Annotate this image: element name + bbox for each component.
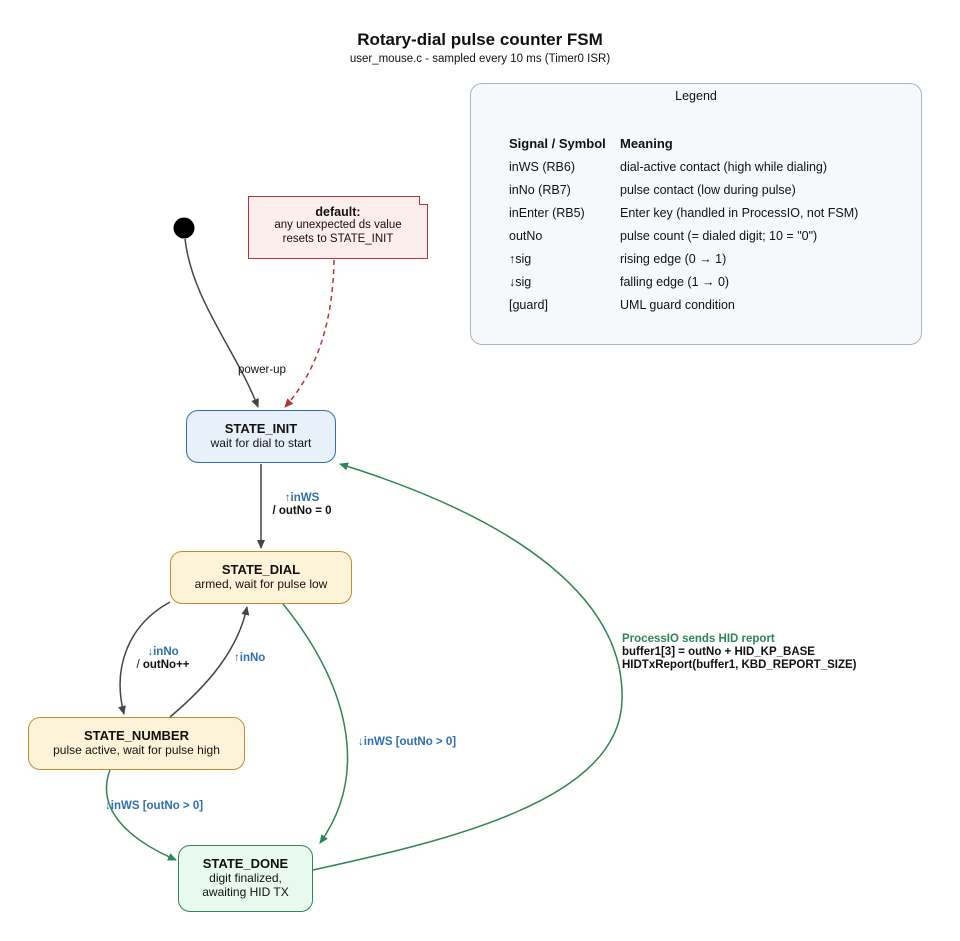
state-desc: digit finalized, xyxy=(209,871,282,886)
legend-box: Legend Signal / Symbol Meaning inWS (RB6… xyxy=(470,83,922,345)
legend-symbol: inWS (RB6) xyxy=(509,159,575,174)
edge-number-to-done xyxy=(105,769,177,861)
note-fold-corner xyxy=(419,195,429,205)
legend-meaning: rising edge (0 → 1) xyxy=(620,251,727,266)
trigger-text: ↓inWS [outNo > 0] xyxy=(105,800,204,812)
label-dial-to-number: ↓inNo / outNo++ xyxy=(128,646,198,672)
legend-meaning: UML guard condition xyxy=(620,297,735,312)
action-prefix: / xyxy=(136,659,143,672)
action-text: outNo++ xyxy=(142,659,190,672)
legend-row: inEnter (RB5) Enter key (handled in Proc… xyxy=(509,204,868,227)
state-desc: armed, wait for pulse low xyxy=(194,577,328,592)
edge-default-reset xyxy=(284,259,335,408)
legend-symbol: inEnter (RB5) xyxy=(509,205,585,220)
state-desc: pulse active, wait for pulse high xyxy=(53,743,220,758)
legend-row: ↑sig rising edge (0 → 1) xyxy=(509,250,868,273)
legend-symbol: outNo xyxy=(509,228,543,243)
legend-row: inNo (RB7) pulse contact (low during pul… xyxy=(509,181,868,204)
label-dial-to-done: ↓inWS [outNo > 0] xyxy=(358,736,456,749)
state-done: STATE_DONE digit finalized, awaiting HID… xyxy=(178,845,313,912)
legend-header-row: Signal / Symbol Meaning xyxy=(509,136,868,158)
default-note: default: any unexpected ds value resets … xyxy=(248,195,429,259)
edge-dial-to-number xyxy=(118,601,171,715)
note-line: resets to STATE_INIT xyxy=(282,232,394,245)
edge-power-up xyxy=(184,238,259,408)
legend-symbol: [guard] xyxy=(509,297,548,312)
note-line: any unexpected ds value xyxy=(274,219,402,232)
legend-symbol: ↑sig xyxy=(509,251,532,266)
legend-row: inWS (RB6) dial-active contact (high whi… xyxy=(509,158,868,181)
label-init-to-dial: ↑inWS / outNo = 0 xyxy=(262,492,342,518)
edge-dial-to-done xyxy=(282,603,349,844)
transition-title: ProcessIO sends HID report xyxy=(622,633,775,645)
state-name: STATE_INIT xyxy=(224,421,298,437)
note-heading: default: xyxy=(315,205,361,219)
legend-meaning: Enter key (handled in ProcessIO, not FSM… xyxy=(620,205,859,220)
trigger-text: ↑inNo xyxy=(234,652,266,664)
legend-meaning: pulse count (= dialed digit; 10 = "0") xyxy=(620,228,818,243)
legend-row: outNo pulse count (= dialed digit; 10 = … xyxy=(509,227,868,250)
action-text: HIDTxReport(buffer1, KBD_REPORT_SIZE) xyxy=(622,659,857,672)
legend-meaning: pulse contact (low during pulse) xyxy=(620,182,796,197)
legend-symbol: ↓sig xyxy=(509,274,532,289)
trigger-text: ↓inWS [outNo > 0] xyxy=(358,736,457,748)
state-desc: awaiting HID TX xyxy=(202,884,289,899)
action-text: buffer1[3] = outNo + HID_KP_BASE xyxy=(622,646,815,659)
initial-state-dot xyxy=(173,217,195,239)
legend-table: Signal / Symbol Meaning inWS (RB6) dial-… xyxy=(509,136,868,319)
state-name: STATE_DIAL xyxy=(221,562,301,578)
diagram-subtitle: user_mouse.c - sampled every 10 ms (Time… xyxy=(349,53,611,65)
action-text: / outNo = 0 xyxy=(272,505,332,518)
legend-row: ↓sig falling edge (1 → 0) xyxy=(509,273,868,296)
state-name: STATE_NUMBER xyxy=(84,728,189,744)
edge-done-to-init xyxy=(312,462,623,871)
state-desc: wait for dial to start xyxy=(210,436,312,451)
legend-row: [guard] UML guard condition xyxy=(509,296,868,319)
trigger-text: ↓inNo xyxy=(147,646,179,658)
state-name: STATE_DONE xyxy=(202,856,289,872)
trigger-text: ↑inWS xyxy=(284,492,320,504)
label-power-up: power-up xyxy=(238,364,286,376)
state-number: STATE_NUMBER pulse active, wait for puls… xyxy=(28,717,245,770)
label-done-to-init: ProcessIO sends HID report buffer1[3] = … xyxy=(622,633,857,673)
label-number-to-done: ↓inWS [outNo > 0] xyxy=(105,800,203,813)
legend-col-meaning: Meaning xyxy=(620,136,673,151)
label-number-to-dial: ↑inNo xyxy=(234,652,265,665)
state-dial: STATE_DIAL armed, wait for pulse low xyxy=(170,551,352,604)
state-init: STATE_INIT wait for dial to start xyxy=(186,410,336,463)
edge-number-to-dial xyxy=(169,606,250,718)
diagram-title: Rotary-dial pulse counter FSM xyxy=(357,30,603,49)
legend-symbol: inNo (RB7) xyxy=(509,182,571,197)
legend-col-symbol: Signal / Symbol xyxy=(509,136,606,151)
legend-title: Legend xyxy=(675,89,717,103)
legend-meaning: falling edge (1 → 0) xyxy=(620,274,730,289)
legend-meaning: dial-active contact (high while dialing) xyxy=(620,159,828,174)
